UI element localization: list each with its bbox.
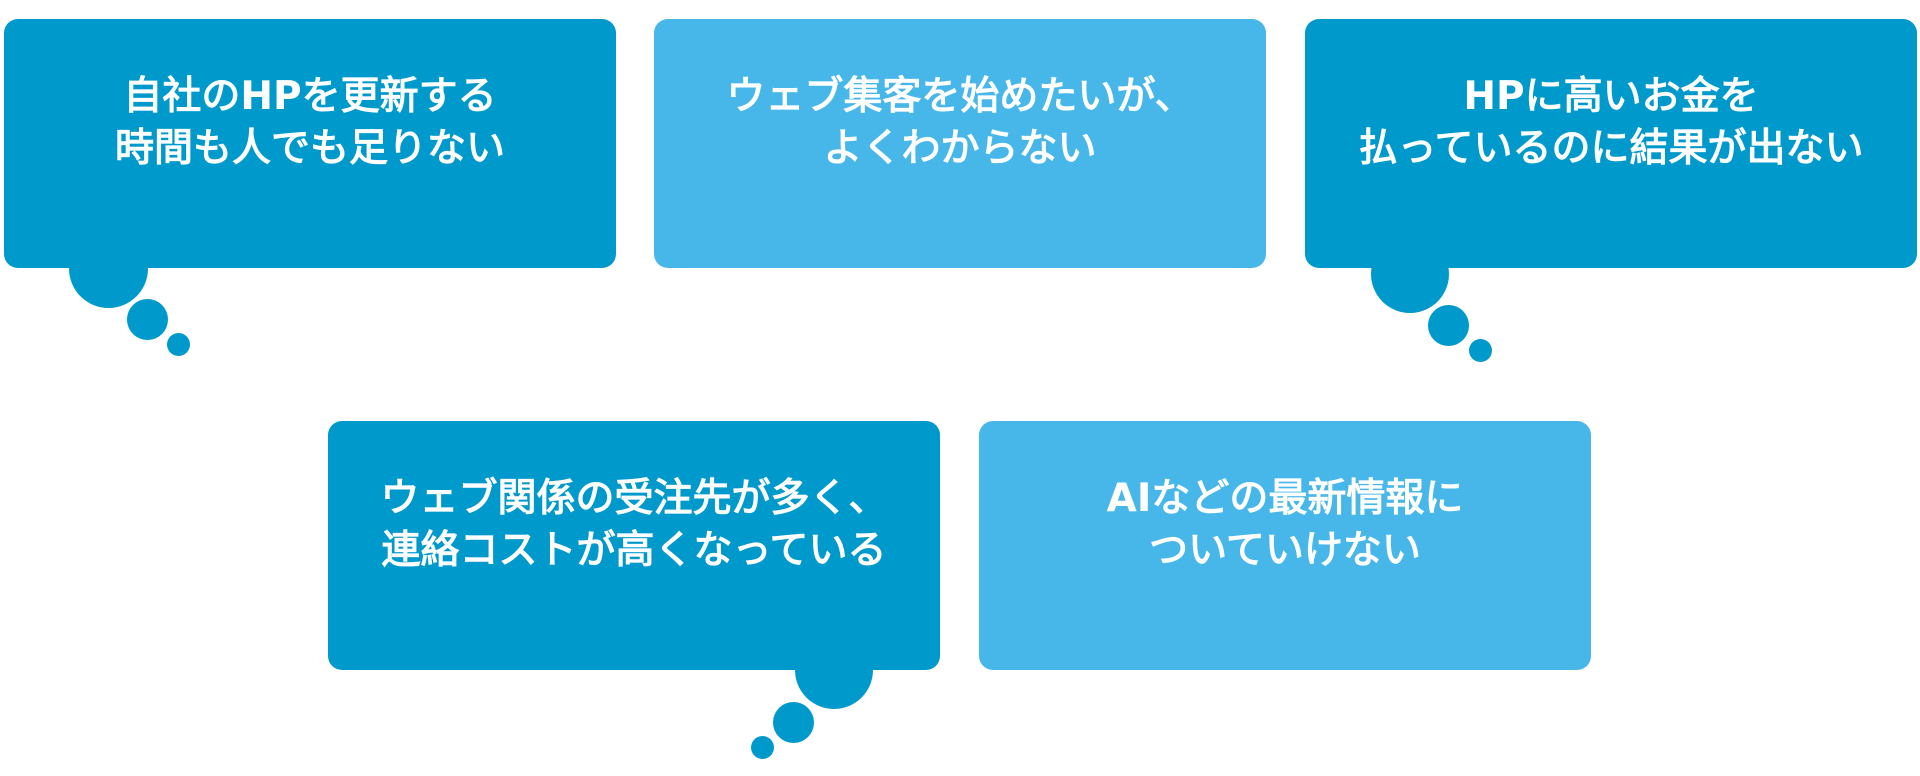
concern-line: AIなどの最新情報に bbox=[1106, 475, 1464, 521]
concern-line: 時間も人でも足りない bbox=[114, 125, 505, 171]
concern-line: 払っているのに結果が出ない bbox=[1358, 125, 1864, 171]
thought-bubble-small bbox=[751, 736, 774, 759]
concern-card-web-marketing: ウェブ集客を始めたいが、 よくわからない bbox=[654, 19, 1266, 268]
thought-bubble-small bbox=[167, 333, 190, 356]
thought-bubble-small bbox=[1469, 339, 1492, 362]
concern-line: ついていけない bbox=[1149, 527, 1421, 573]
concern-line: HPに高いお金を bbox=[1463, 73, 1759, 119]
concern-line: 自社のHPを更新する bbox=[123, 73, 497, 119]
thought-bubble-medium bbox=[773, 702, 814, 743]
concern-line: よくわからない bbox=[823, 125, 1097, 171]
concern-card-ai-info: AIなどの最新情報に ついていけない bbox=[979, 421, 1591, 670]
thought-bubble-medium bbox=[1428, 305, 1469, 346]
concern-text: ウェブ集客を始めたいが、 よくわからない bbox=[726, 71, 1193, 175]
concern-line: ウェブ集客を始めたいが、 bbox=[726, 73, 1194, 119]
concern-text: 自社のHPを更新する 時間も人でも足りない bbox=[115, 71, 505, 175]
thought-bubble-medium bbox=[127, 299, 168, 340]
concern-card-vendors: ウェブ関係の受注先が多く、 連絡コストが高くなっている bbox=[328, 421, 940, 670]
concern-line: 連絡コストが高くなっている bbox=[381, 527, 887, 573]
concern-text: HPに高いお金を 払っているのに結果が出ない bbox=[1358, 71, 1863, 175]
concern-card-hp-update: 自社のHPを更新する 時間も人でも足りない bbox=[4, 19, 616, 268]
concern-text: AIなどの最新情報に ついていけない bbox=[1107, 473, 1464, 577]
concern-text: ウェブ関係の受注先が多く、 連絡コストが高くなっている bbox=[380, 473, 887, 577]
concern-line: ウェブ関係の受注先が多く、 bbox=[380, 475, 888, 521]
concern-card-hp-cost: HPに高いお金を 払っているのに結果が出ない bbox=[1305, 19, 1917, 268]
